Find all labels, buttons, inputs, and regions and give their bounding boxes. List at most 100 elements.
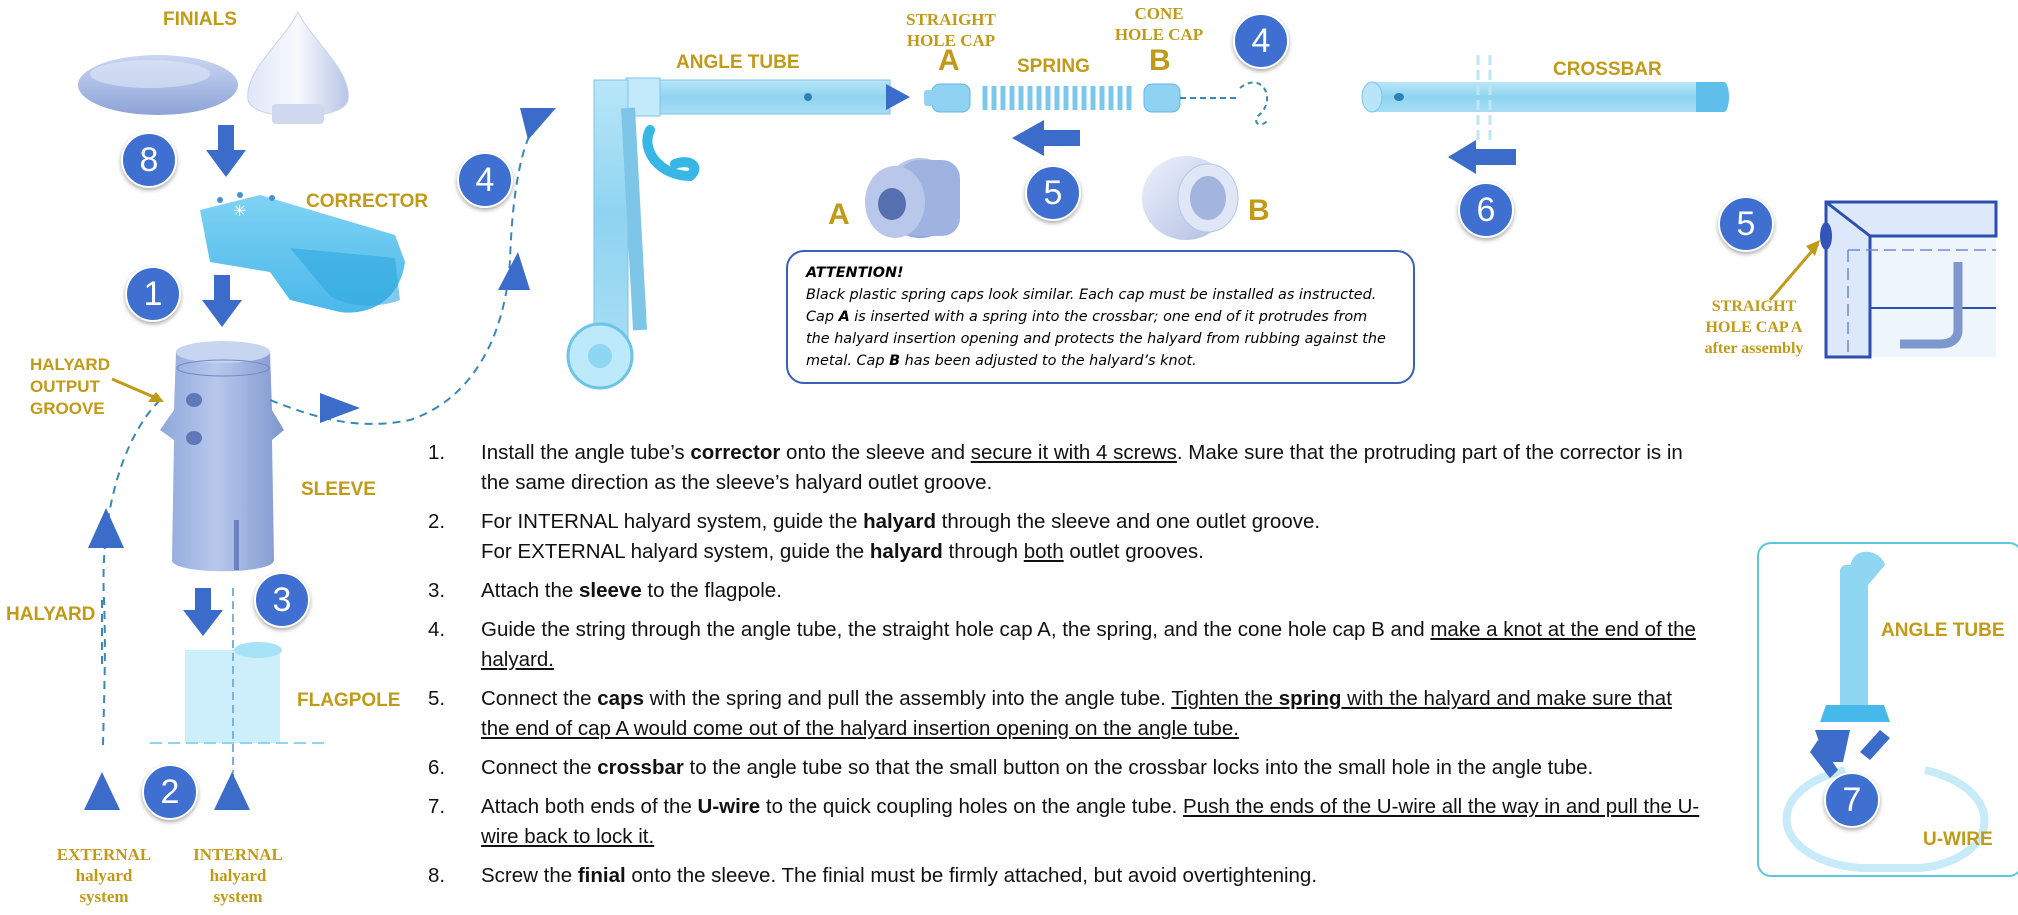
step-text: corrector — [690, 441, 781, 464]
cone-hole-cap-line2: HOLE CAP — [1114, 25, 1204, 44]
external-line3: system — [79, 887, 129, 906]
step-text: Install the angle tube’s — [481, 441, 691, 464]
step-badge-4-top: 4 — [1233, 13, 1289, 69]
cap-b-top-letter: B — [1149, 44, 1171, 77]
arrow-left-6 — [1448, 140, 1516, 174]
u-wire-inset-frame — [1757, 542, 2018, 877]
step-text: outlet grooves. — [1063, 540, 1204, 563]
corrector-part: ✳ — [200, 192, 405, 313]
spring-part — [982, 86, 1132, 110]
step-item: 2.For INTERNAL halyard system, guide the… — [428, 507, 1706, 567]
cone-hole-cap-line1: CONE — [1134, 4, 1184, 23]
cap-b-large — [1142, 156, 1239, 240]
angle-tube-inset-label: ANGLE TUBE — [1881, 620, 2005, 641]
step-badge-3: 3 — [254, 572, 310, 628]
attention-title: ATTENTION! — [806, 265, 904, 281]
sleeve-label: SLEEVE — [301, 479, 376, 500]
arrow-left-5 — [1012, 120, 1080, 156]
attention-cap-a: A — [838, 309, 850, 325]
step-text: to the quick coupling holes on the angle… — [760, 795, 1184, 818]
step-text: . Make sure that the protruding part of … — [481, 441, 1683, 494]
step-text: Attach the — [481, 579, 580, 602]
step-item: 7.Attach both ends of the U-wire to the … — [428, 792, 1706, 852]
straight-cap-small — [924, 83, 971, 113]
internal-line1: INTERNAL — [193, 845, 283, 864]
step-text: Attach both ends of the — [481, 795, 698, 818]
step-number: 5. — [428, 687, 446, 710]
step-badge-2: 2 — [142, 764, 198, 820]
step-text: onto the sleeve. The finial must be firm… — [625, 864, 1318, 887]
straight-hole-cap-after-label: STRAIGHT HOLE CAP A after assembly — [1694, 296, 1814, 359]
halyard-output-groove-line1: HALYARD — [30, 355, 110, 374]
halyard-label: HALYARD — [6, 604, 96, 625]
flagpole-part — [150, 588, 326, 790]
crossbar-part — [1361, 55, 1729, 140]
step-text: through — [942, 540, 1024, 563]
flagpole-label: FLAGPOLE — [297, 690, 401, 711]
attention-text-part2: is inserted with a spring into the cross… — [806, 309, 1386, 369]
internal-line2: halyard — [209, 866, 267, 885]
assembled-corner-inset — [1768, 200, 1998, 359]
step-badge-5-right: 5 — [1718, 196, 1774, 252]
straight-hole-cap-label: STRAIGHT HOLE CAP — [896, 9, 1006, 51]
step-text: crossbar — [597, 756, 684, 779]
step-number: 2. — [428, 510, 446, 533]
cap-a-top-letter: A — [938, 44, 960, 77]
attention-cap-b: B — [889, 353, 901, 369]
external-line2: halyard — [75, 866, 133, 885]
halyard-path-left — [102, 117, 541, 746]
step-badge-7: 7 — [1824, 772, 1880, 828]
attention-text-part3: has been adjusted to the halyard’s knot. — [900, 353, 1197, 369]
after-line3: after assembly — [1704, 340, 1804, 357]
step-number: 1. — [428, 441, 446, 464]
step-text: Guide the string through the angle tube,… — [481, 618, 1431, 641]
halyard-output-groove-line3: GROOVE — [30, 399, 105, 418]
step-text: caps — [597, 687, 644, 710]
step-text: onto the sleeve and — [780, 441, 971, 464]
step-badge-8: 8 — [121, 132, 177, 188]
tube-insert-arrow — [886, 84, 910, 110]
external-line1: EXTERNAL — [56, 845, 152, 864]
step-badge-6: 6 — [1458, 182, 1514, 238]
step-text: with the spring and pull the assembly in… — [643, 687, 1172, 710]
straight-hole-cap-line1: STRAIGHT — [906, 10, 996, 29]
step-badge-5-mid: 5 — [1025, 165, 1081, 221]
step-text: to the flagpole. — [641, 579, 782, 602]
internal-system-label: INTERNAL halyard system — [186, 844, 290, 907]
after-line2: HOLE CAP A — [1705, 319, 1803, 336]
step-text: Push the ends of the U-wire all the way … — [481, 795, 1700, 848]
step-text: halyard — [863, 510, 936, 533]
step-text: For EXTERNAL halyard system, guide the — [481, 540, 870, 563]
cone-cap-small — [1143, 81, 1269, 126]
groove-pointer-arrow — [111, 377, 164, 402]
step-number: 6. — [428, 756, 446, 779]
sleeve-part — [160, 341, 284, 572]
step-number: 7. — [428, 795, 446, 818]
step-text: Connect the — [481, 756, 598, 779]
finials-label: FINIALS — [163, 9, 237, 30]
step-text: make a knot at the end of the halyard. — [481, 618, 1696, 671]
step-text: Screw the — [481, 864, 578, 887]
internal-line3: system — [213, 887, 263, 906]
after-line1: STRAIGHT — [1711, 298, 1797, 315]
step-badge-1: 1 — [125, 266, 181, 322]
finial-flat — [78, 55, 238, 115]
step-text: both — [1023, 540, 1064, 563]
spring-label: SPRING — [1017, 56, 1090, 77]
step-item: 4.Guide the string through the angle tub… — [428, 615, 1706, 675]
angle-tube-label: ANGLE TUBE — [676, 52, 800, 73]
instruction-steps: 1. Install the angle tube’s corrector ont… — [428, 438, 1706, 900]
svg-text:✳: ✳ — [233, 201, 246, 220]
step-item: 6.Connect the crossbar to the angle tube… — [428, 753, 1706, 783]
arrow-down-sleeve — [183, 588, 223, 636]
step-text: spring — [1278, 687, 1342, 710]
external-system-label: EXTERNAL halyard system — [52, 844, 156, 907]
cap-b-large-letter: B — [1248, 194, 1270, 227]
step-text: through the sleeve and one outlet groove… — [935, 510, 1321, 533]
u-wire-label: U-WIRE — [1923, 829, 1993, 850]
step-item: 1. Install the angle tube’s corrector ont… — [428, 438, 1706, 498]
cap-a-large-letter: A — [828, 198, 850, 231]
step-text: halyard — [869, 540, 943, 563]
step-text: Connect the — [481, 687, 598, 710]
